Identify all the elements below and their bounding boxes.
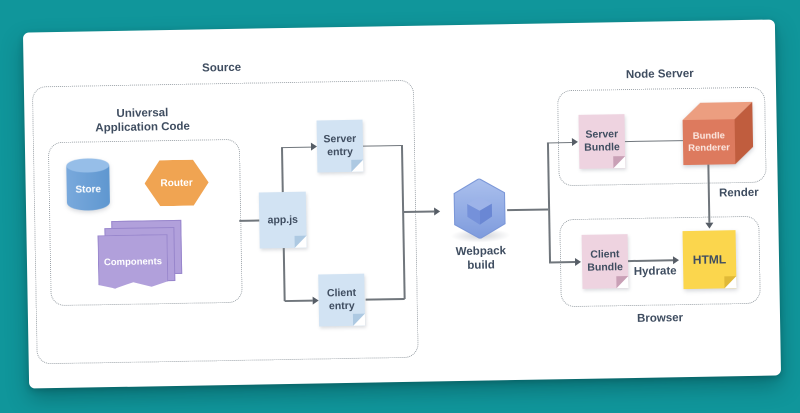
- server-bundle-note: Server Bundle: [578, 114, 626, 169]
- arrowhead-server-entry: [310, 142, 318, 151]
- client-bundle-line1: Client: [590, 248, 620, 261]
- client-entry-note: Client entry: [318, 273, 366, 327]
- arrowhead-server-bundle: [571, 137, 579, 147]
- server-entry-line1: Server: [323, 132, 357, 146]
- universal-app-code-label: Universal Application Code: [47, 105, 237, 136]
- html-label: HTML: [692, 251, 727, 267]
- arrowhead-webpack: [434, 206, 441, 215]
- hydrate-edge-label: Hydrate: [633, 265, 677, 278]
- html-note: HTML: [682, 230, 737, 290]
- components-node: Components: [97, 219, 183, 289]
- server-entry-line2: entry: [327, 145, 354, 159]
- client-bundle-note: Client Bundle: [581, 234, 629, 289]
- webpack-build-line2: build: [467, 259, 495, 272]
- render-edge-label: Render: [718, 186, 759, 200]
- server-entry-note: Server entry: [316, 119, 364, 173]
- webpack-build-line1: Webpack: [455, 245, 507, 259]
- webpack-build-label: Webpack build: [441, 244, 521, 273]
- arrowhead-render-html: [704, 222, 713, 229]
- browser-group-label: Browser: [636, 312, 684, 325]
- client-entry-line1: Client: [326, 286, 357, 300]
- node-server-group-label: Node Server: [625, 67, 694, 82]
- client-entry-line2: entry: [328, 299, 355, 313]
- arrowhead-client-bundle: [574, 257, 582, 266]
- webpack-cube-icon: [452, 178, 508, 240]
- source-group-label: Source: [201, 61, 242, 75]
- bundle-renderer-line1: Bundle: [692, 129, 726, 142]
- app-js-note: app.js: [258, 191, 307, 249]
- bundle-renderer-label: Bundle Renderer: [683, 119, 736, 165]
- components-sheet-front: Components: [98, 234, 169, 289]
- bundle-renderer-cube-icon: Bundle Renderer: [682, 101, 754, 166]
- components-label: Components: [103, 255, 163, 268]
- connector-to-webpack: [403, 210, 435, 213]
- arrowhead-hydrate-html: [672, 255, 680, 264]
- server-bundle-line1: Server: [585, 128, 619, 141]
- connector-bundles-split: [546, 142, 551, 263]
- app-js-label: app.js: [267, 213, 299, 226]
- router-label: Router: [160, 177, 193, 189]
- store-node: Store: [66, 158, 111, 211]
- arrowhead-client-entry: [312, 295, 319, 305]
- connector-webpack-out: [507, 208, 549, 211]
- bundle-renderer-line2: Renderer: [688, 141, 731, 154]
- store-label: Store: [75, 183, 102, 196]
- client-bundle-line2: Bundle: [587, 261, 624, 274]
- server-bundle-line2: Bundle: [584, 141, 620, 154]
- slide-card: Source Universal Application Code Store …: [22, 19, 782, 389]
